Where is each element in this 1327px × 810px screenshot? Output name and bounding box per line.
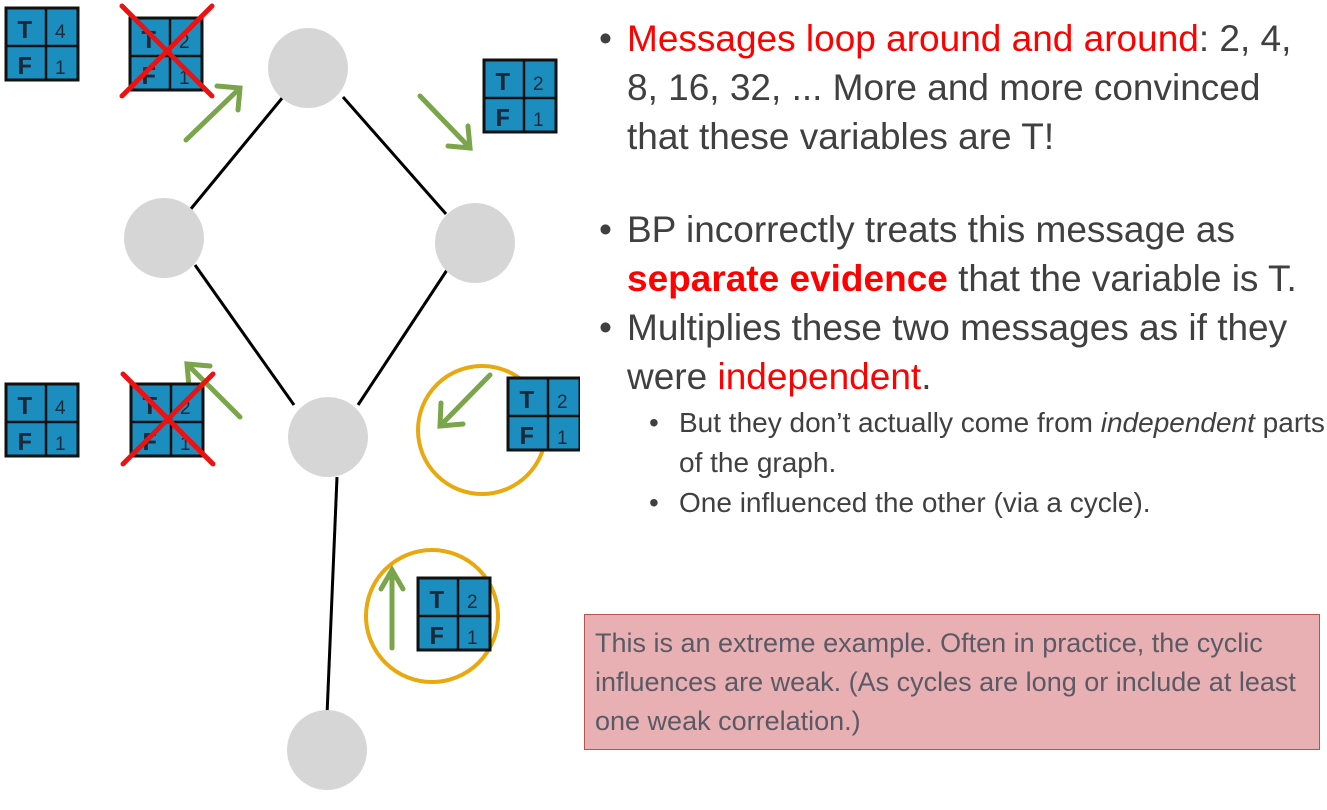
node-left bbox=[124, 198, 204, 278]
svg-text:1: 1 bbox=[55, 434, 66, 455]
svg-text:T: T bbox=[519, 386, 535, 416]
svg-text:1: 1 bbox=[533, 110, 544, 131]
bullet-text: Multiplies these two messages as if they… bbox=[627, 307, 1288, 397]
message-box-middle-left: T 4 F 1 bbox=[4, 382, 80, 458]
red-x-cross-icon bbox=[119, 3, 215, 99]
bullet-item: BP incorrectly treats this message as se… bbox=[584, 205, 1327, 303]
factor-graph-diagram: T 4 F 1 T 2 F 1 T 2 F 1 T 4 F 1 T 2 F 1 bbox=[4, 3, 580, 790]
emphasis-text: independent bbox=[717, 356, 922, 397]
message-box-top-right: T 2 F 1 bbox=[482, 58, 558, 134]
bullet-item: Multiplies these two messages as if they… bbox=[584, 303, 1327, 523]
bullet-text: BP incorrectly treats this message as bbox=[627, 209, 1236, 250]
node-right bbox=[435, 203, 515, 283]
highlight-circle-bottom bbox=[364, 548, 500, 684]
svg-text:1: 1 bbox=[557, 428, 568, 449]
edge-middle-bottom bbox=[325, 476, 339, 716]
message-box-top-left: T 4 F 1 bbox=[4, 6, 80, 82]
svg-text:T: T bbox=[429, 586, 445, 616]
svg-text:F: F bbox=[141, 62, 157, 92]
svg-text:2: 2 bbox=[467, 592, 478, 613]
edge-top-left bbox=[188, 96, 285, 211]
node-bottom bbox=[287, 710, 367, 790]
sub-bullet-item: One influenced the other (via a cycle). bbox=[627, 483, 1327, 523]
green-arrow-icon bbox=[378, 565, 406, 651]
node-top bbox=[268, 28, 348, 108]
emphasis-text: separate evidence bbox=[627, 258, 948, 299]
edge-left-middle bbox=[193, 264, 296, 406]
svg-text:F: F bbox=[429, 622, 445, 652]
node-middle bbox=[288, 397, 368, 477]
svg-text:2: 2 bbox=[557, 392, 568, 413]
svg-text:1: 1 bbox=[180, 434, 191, 455]
sub-bullet-text: parts of the graph. bbox=[679, 407, 1325, 478]
emphasis-text: Messages loop around and around bbox=[627, 18, 1199, 59]
svg-text:4: 4 bbox=[55, 398, 66, 419]
red-x-cross-icon bbox=[120, 371, 216, 467]
green-arrow-icon bbox=[417, 93, 473, 151]
edge-right-middle bbox=[356, 269, 449, 406]
svg-text:T: T bbox=[17, 392, 33, 422]
sub-bullet-item: But they don’t actually come from indepe… bbox=[627, 403, 1327, 483]
edge-top-right bbox=[341, 96, 448, 215]
svg-text:1: 1 bbox=[467, 628, 478, 649]
green-arrow-icon bbox=[184, 361, 243, 420]
svg-text:T: T bbox=[495, 68, 511, 98]
svg-text:1: 1 bbox=[179, 68, 190, 89]
svg-text:2: 2 bbox=[179, 32, 190, 53]
svg-text:F: F bbox=[17, 428, 33, 458]
message-box-middle-crossed: T 2 F 1 bbox=[120, 371, 216, 467]
message-box-top-crossed: T 2 F 1 bbox=[119, 3, 215, 99]
message-box-right: T 2 F 1 bbox=[506, 376, 580, 452]
message-box-bottom: T 2 F 1 bbox=[416, 576, 492, 652]
sub-bullet-list: But they don’t actually come from indepe… bbox=[627, 403, 1327, 523]
sub-bullet-text: One influenced the other (via a cycle). bbox=[679, 487, 1151, 518]
svg-text:F: F bbox=[17, 52, 33, 82]
note-box: This is an extreme example. Often in pra… bbox=[584, 614, 1320, 750]
svg-text:F: F bbox=[519, 422, 535, 452]
svg-text:2: 2 bbox=[180, 398, 191, 419]
bullet-text: : 2, 4, 8, 16, 32, ... More and more con… bbox=[627, 18, 1292, 157]
svg-text:2: 2 bbox=[533, 74, 544, 95]
bullet-list: Messages loop around and around: 2, 4, 8… bbox=[584, 14, 1327, 523]
bullet-text: that the variable is T. bbox=[947, 258, 1297, 299]
svg-text:T: T bbox=[17, 16, 33, 46]
green-arrow-icon bbox=[437, 372, 493, 429]
bullet-item: Messages loop around and around: 2, 4, 8… bbox=[584, 14, 1327, 161]
italic-text: independent bbox=[1100, 407, 1255, 438]
bullet-text: . bbox=[921, 356, 932, 397]
svg-text:1: 1 bbox=[55, 58, 66, 79]
sub-bullet-text: But they don’t actually come from bbox=[679, 407, 1101, 438]
green-arrow-icon bbox=[183, 83, 243, 143]
graph-edges bbox=[188, 96, 449, 716]
svg-text:F: F bbox=[495, 104, 511, 134]
svg-text:4: 4 bbox=[55, 22, 66, 43]
